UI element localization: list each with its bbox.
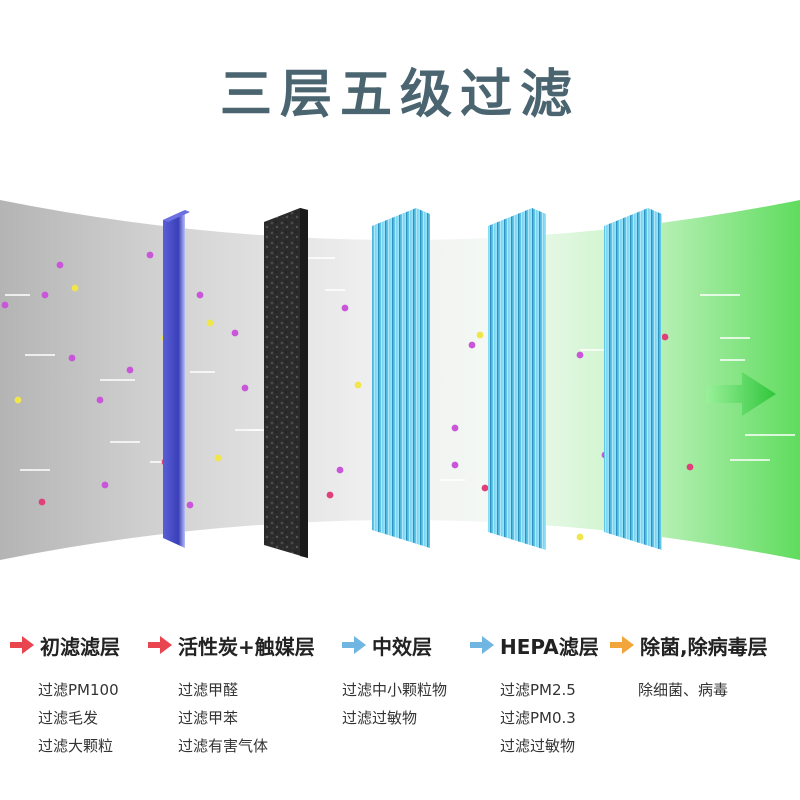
prefilter-layer — [163, 210, 190, 548]
particle-dot — [41, 291, 49, 299]
particle-dot — [68, 354, 76, 362]
list-item: 过滤过敏物 — [342, 709, 418, 727]
list-item: 过滤大颗粒 — [38, 737, 114, 755]
stage-label-sterilization: 除菌,除病毒层 — [610, 628, 768, 662]
stage-desc-prefilter: 过滤PM100 过滤毛发 过滤大颗粒 — [38, 676, 119, 760]
stage-arrow-icon — [10, 636, 34, 654]
stage-label-hepa: HEPA滤层 — [470, 628, 599, 662]
list-item: 过滤PM2.5 — [500, 681, 576, 699]
carbon-layer — [264, 208, 308, 558]
stage-arrow-icon — [148, 636, 172, 654]
hepa-layer — [488, 208, 546, 550]
particle-dot — [206, 319, 214, 327]
stage-desc-sterilization: 除细菌、病毒 — [638, 676, 728, 704]
particle-dot — [126, 366, 134, 374]
stage-label-medium: 中效层 — [342, 628, 432, 662]
list-item: 过滤甲苯 — [178, 709, 239, 727]
particle-dot — [576, 533, 584, 541]
particle-dot — [451, 461, 459, 469]
particle-dot — [71, 284, 79, 292]
stage-label-prefilter: 初滤滤层 — [10, 628, 120, 662]
page-title: 三层五级过滤 — [219, 65, 580, 125]
medium-layer — [372, 208, 430, 548]
stage-desc-medium: 过滤中小颗粒物 过滤过敏物 — [342, 676, 447, 732]
outflow-arrow-icon — [706, 372, 776, 416]
list-item: 过滤甲醛 — [178, 681, 239, 699]
particle-dot — [341, 304, 349, 312]
list-item: 过滤过敏物 — [500, 737, 576, 755]
particle-dot — [214, 454, 222, 462]
particle-dot — [336, 466, 344, 474]
sterilization-layer — [604, 208, 662, 550]
list-item: 除细菌、病毒 — [638, 681, 729, 699]
particle-dot — [38, 498, 46, 506]
particle-dot — [1, 301, 9, 309]
list-item: 过滤中小颗粒物 — [342, 681, 448, 699]
particle-dot — [96, 396, 104, 404]
list-item: 过滤PM100 — [38, 681, 119, 699]
particle-dot — [101, 481, 109, 489]
particle-dot — [146, 251, 154, 259]
particle-dot — [196, 291, 204, 299]
particle-dot — [686, 463, 694, 471]
particle-dot — [56, 261, 64, 269]
list-item: 过滤毛发 — [38, 709, 99, 727]
particle-dot — [241, 384, 249, 392]
particle-dot — [14, 396, 22, 404]
particle-dot — [481, 484, 489, 492]
particle-dot — [451, 424, 459, 432]
stage-arrow-icon — [470, 636, 494, 654]
stage-desc-carbon: 过滤甲醛 过滤甲苯 过滤有害气体 — [178, 676, 268, 760]
filter-illustration — [0, 200, 800, 560]
particle-dot — [661, 333, 669, 341]
stage-arrow-icon — [610, 636, 634, 654]
list-item: 过滤PM0.3 — [500, 709, 576, 727]
stage-desc-hepa: 过滤PM2.5 过滤PM0.3 过滤过敏物 — [500, 676, 576, 760]
particle-dot — [468, 341, 476, 349]
particle-dot — [476, 331, 484, 339]
stage-arrow-icon — [342, 636, 366, 654]
particle-dot — [576, 351, 584, 359]
list-item: 过滤有害气体 — [178, 737, 269, 755]
particle-dot — [354, 381, 362, 389]
particle-dot — [326, 491, 334, 499]
stage-label-carbon: 活性炭+触媒层 — [148, 628, 315, 662]
particle-dot — [186, 501, 194, 509]
particle-dot — [231, 329, 239, 337]
